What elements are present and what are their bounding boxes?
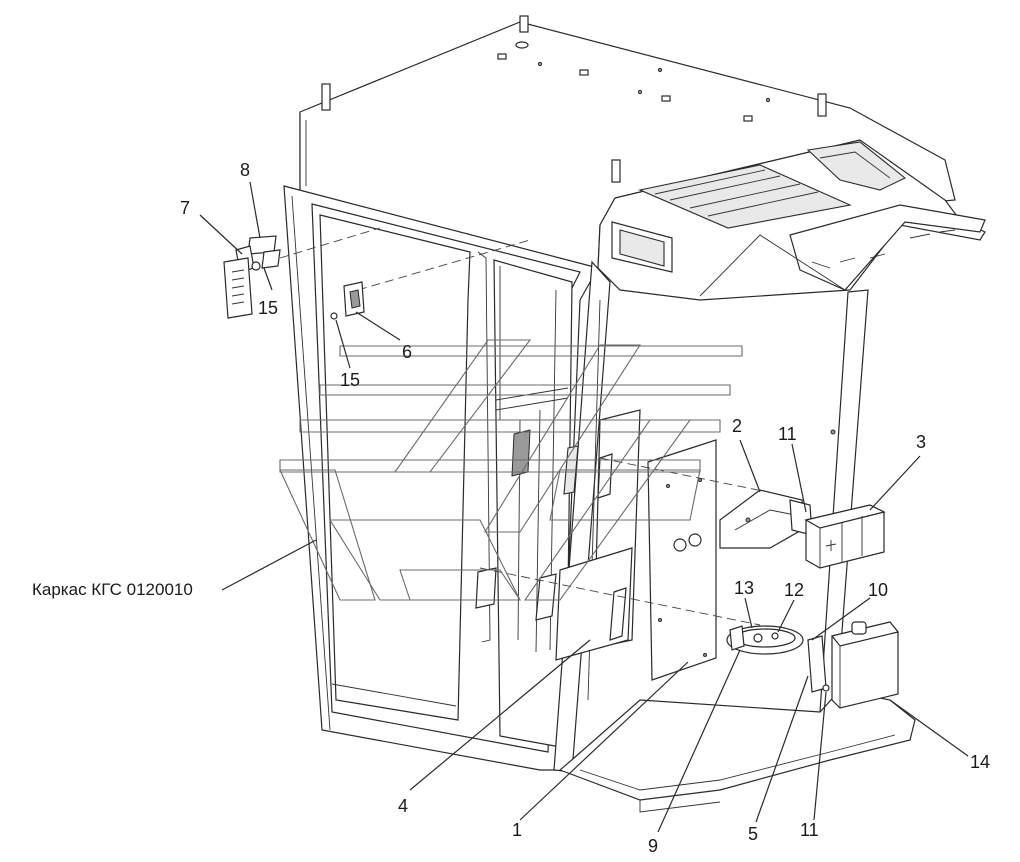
callout-2: 2 (732, 416, 742, 436)
callout-6: 6 (402, 342, 412, 362)
part-clamp-10-11 (807, 635, 830, 693)
roof-vent-unit (597, 139, 986, 301)
callout-15-upper: 15 (258, 298, 278, 318)
part-first-aid-kit-3 (804, 504, 886, 569)
part-hinge-bracket-8 (247, 235, 281, 269)
callout-7: 7 (180, 198, 190, 218)
callout-8: 8 (240, 160, 250, 180)
callout-12: 12 (784, 580, 804, 600)
callout-11-upper: 11 (778, 424, 797, 444)
callout-14: 14 (970, 752, 990, 772)
callout-3: 3 (916, 432, 926, 452)
callout-10: 10 (868, 580, 888, 600)
part-holder-13-12 (726, 625, 804, 655)
part-latch-6 (330, 281, 365, 320)
callout-11-lower: 11 (800, 820, 819, 840)
cab-left-wall (283, 185, 641, 771)
part-tank-14 (830, 621, 900, 709)
callout-15-lower: 15 (340, 370, 360, 390)
frame-caption: Каркас КГС 0120010 (32, 580, 193, 599)
callout-4: 4 (398, 796, 408, 816)
part-bracket-2 (719, 489, 813, 549)
callout-labels: Каркас КГС 0120010 8 7 15 6 15 2 11 3 13… (32, 160, 990, 856)
callout-5: 5 (748, 824, 758, 844)
callout-1: 1 (512, 820, 522, 840)
company-logo-watermark (279, 339, 743, 601)
leader-lines (199, 181, 969, 833)
cab-floor (558, 689, 916, 813)
cab-roof (299, 15, 956, 269)
callout-13: 13 (734, 578, 754, 598)
side-panel (475, 429, 633, 661)
mounting-plate (647, 439, 717, 681)
part-handle-7 (223, 245, 261, 319)
callout-9: 9 (648, 836, 658, 856)
